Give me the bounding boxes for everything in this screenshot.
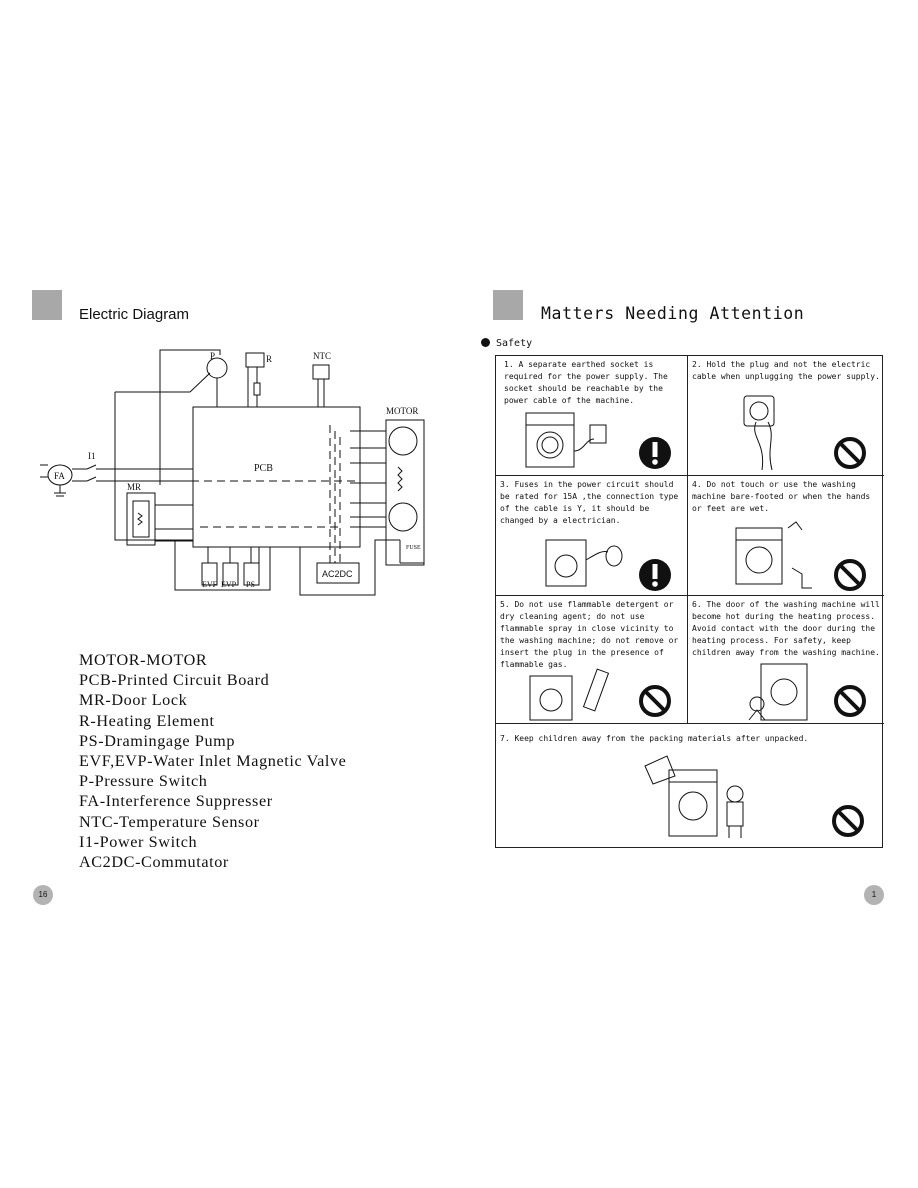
spray-illustration <box>529 668 610 721</box>
safety-cell-6: 6. The door of the washing machine will … <box>688 596 884 724</box>
legend-item: I1-Power Switch <box>79 832 198 851</box>
pcb-box <box>192 406 361 548</box>
label-i1: I1 <box>88 451 96 461</box>
washer-illustration <box>525 412 607 468</box>
page-title: Matters Needing Attention <box>541 304 805 323</box>
safety-text: 6. The door of the washing machine will … <box>692 600 880 657</box>
safety-cell-5: 5. Do not use flammable detergent or dry… <box>496 596 688 724</box>
legend-item: EVF,EVP-Water Inlet Magnetic Valve <box>79 752 347 771</box>
evf-valve <box>201 562 218 586</box>
safety-text: 2. Hold the plug and not the electric ca… <box>692 360 880 381</box>
label-motor: MOTOR <box>386 406 418 416</box>
child-washer-illustration <box>748 663 808 721</box>
safety-cell-2: 2. Hold the plug and not the electric ca… <box>688 356 884 476</box>
page-title: Electric Diagram <box>79 306 190 323</box>
door-lock-mr <box>126 492 156 546</box>
section-heading: Safety <box>481 338 532 349</box>
prohibited-icon <box>834 559 866 591</box>
safety-text: 1. A separate earthed socket is required… <box>504 360 668 405</box>
label-evp: EVP <box>221 580 237 589</box>
prohibited-icon <box>639 685 671 717</box>
wet-washer-illustration <box>735 521 812 589</box>
prohibited-icon <box>834 437 866 469</box>
legend-item: FA-Interference Suppresser <box>79 792 273 811</box>
label-mr: MR <box>127 482 141 492</box>
ntc-sensor <box>312 364 330 380</box>
heater-r <box>245 352 265 368</box>
section-marker <box>32 290 62 320</box>
legend-item: PCB-Printed Circuit Board <box>79 671 270 690</box>
label-r: R <box>266 354 272 364</box>
label-fuse: FUSE <box>406 545 421 551</box>
safety-text: 7. Keep children away from the packing m… <box>500 734 809 743</box>
plug-illustration <box>743 395 775 471</box>
safety-grid: 1. A separate earthed socket is required… <box>495 355 884 848</box>
legend-item: PS-Dramingage Pump <box>79 731 236 750</box>
label-evf: EVF <box>202 580 218 589</box>
safety-text: 4. Do not touch or use the washing machi… <box>692 480 871 513</box>
legend-item: MOTOR-MOTOR <box>79 651 208 669</box>
motor-frame <box>385 419 425 566</box>
legend-item: NTC-Temperature Sensor <box>79 812 260 831</box>
safety-cell-4: 4. Do not touch or use the washing machi… <box>688 476 884 596</box>
label-ps: PS <box>246 580 255 589</box>
legend-item: P-Pressure Switch <box>79 772 208 791</box>
exclamation-icon <box>639 559 671 591</box>
label-pcb: PCB <box>254 463 273 474</box>
safety-cell-7: 7. Keep children away from the packing m… <box>496 724 884 848</box>
section-marker <box>493 290 523 320</box>
label-fa: FA <box>54 471 65 481</box>
legend-list: MOTOR-MOTOR PCB-Printed Circuit Board MR… <box>79 650 346 872</box>
label-ac2dc: AC2DC <box>322 569 353 579</box>
prohibited-icon <box>832 805 864 837</box>
pressure-switch <box>206 357 228 379</box>
bullet-icon <box>481 338 490 347</box>
legend-item: AC2DC-Commutator <box>79 853 229 872</box>
ac2dc-box <box>316 562 360 584</box>
safety-text: 3. Fuses in the power circuit should be … <box>500 480 679 525</box>
legend-item: R-Heating Element <box>79 711 215 730</box>
section-label: Safety <box>496 338 533 349</box>
legend-item: MR-Door Lock <box>79 691 188 710</box>
page-number-left: 16 <box>33 885 53 905</box>
electric-diagram: MOTOR PCB NTC P R I1 FA MR AC2DC EVF EVP… <box>40 349 425 596</box>
safety-text: 5. Do not use flammable detergent or dry… <box>500 600 679 669</box>
safety-cell-1: 1. A separate earthed socket is required… <box>496 356 688 476</box>
prohibited-icon <box>834 685 866 717</box>
label-p: P <box>210 351 215 361</box>
label-ntc: NTC <box>313 351 331 361</box>
packing-illustration <box>644 755 744 838</box>
fuse-illustration <box>545 539 623 587</box>
page-number-right: 1 <box>864 885 884 905</box>
safety-cell-3: 3. Fuses in the power circuit should be … <box>496 476 688 596</box>
exclamation-icon <box>639 437 671 469</box>
